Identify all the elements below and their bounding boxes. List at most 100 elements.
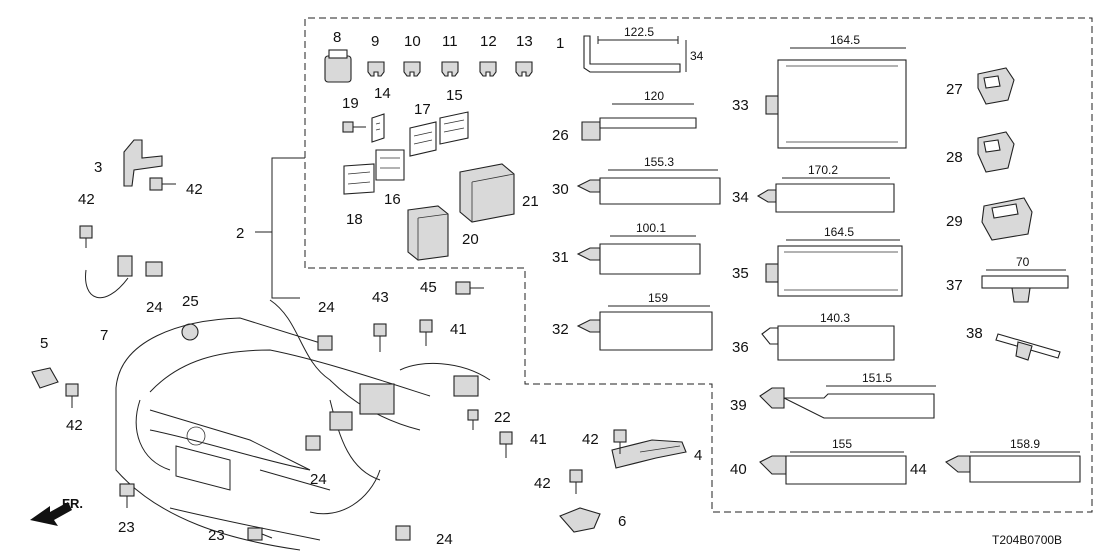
bracket-4[interactable] <box>611 439 687 469</box>
part-number-labels: 8 9 10 11 12 13 19 14 15 17 16 18 21 20 … <box>40 29 983 548</box>
bolt-24-upper-left[interactable] <box>145 261 163 277</box>
cable-tie-34[interactable] <box>756 177 895 213</box>
label-5: 5 <box>40 335 48 352</box>
front-arrow-icon <box>30 502 72 526</box>
bracket-16[interactable] <box>375 149 405 181</box>
label-18: 18 <box>346 211 363 228</box>
fuse-mini-13[interactable] <box>515 61 533 77</box>
cable-tie-35[interactable] <box>765 239 903 297</box>
bolt-43[interactable] <box>373 323 387 352</box>
dim-44: 158.9 <box>1010 437 1040 451</box>
label-2: 2 <box>236 225 244 242</box>
label-26: 26 <box>552 127 569 144</box>
label-29: 29 <box>946 213 963 230</box>
label-24-center: 24 <box>318 299 335 316</box>
label-24-lower-center: 24 <box>310 471 327 488</box>
label-27: 27 <box>946 81 963 98</box>
label-1: 1 <box>556 35 564 52</box>
label-21: 21 <box>522 193 539 210</box>
dim-30: 155.3 <box>644 155 674 169</box>
bolt-42-bracket-6[interactable] <box>569 469 583 494</box>
dim-1-height: 34 <box>690 49 704 63</box>
label-42-bracket-4: 42 <box>582 431 599 448</box>
clip-27[interactable] <box>977 67 1015 105</box>
bracket-3[interactable] <box>123 139 163 187</box>
cable-tie-33[interactable] <box>765 47 907 149</box>
relay-box-21[interactable] <box>459 163 515 223</box>
label-43: 43 <box>372 289 389 306</box>
bolt-23-left[interactable] <box>119 483 135 508</box>
label-6: 6 <box>618 513 626 530</box>
cable-tie-39[interactable] <box>759 385 936 419</box>
label-24-bottom: 24 <box>436 531 453 548</box>
wire-harness[interactable] <box>135 299 491 515</box>
group-boundary <box>255 17 1093 513</box>
bracket-17[interactable] <box>409 121 437 157</box>
dimension-labels: 122.5 34 120 155.3 100.1 159 164.5 170.2… <box>624 25 1040 451</box>
label-30: 30 <box>552 181 569 198</box>
bolt-41-lower[interactable] <box>499 431 513 458</box>
label-12: 12 <box>480 33 497 50</box>
front-label: FR. <box>62 496 83 511</box>
bracket-14[interactable] <box>371 113 385 143</box>
fuse-mini-11[interactable] <box>441 61 459 77</box>
fuse-mini-10[interactable] <box>403 61 421 77</box>
cable-tie-36[interactable] <box>761 325 895 361</box>
screw-19[interactable] <box>342 121 366 133</box>
bolt-45[interactable] <box>455 281 484 295</box>
bracket-6[interactable] <box>559 507 601 533</box>
bolt-42-upper[interactable] <box>149 177 176 191</box>
bolt-22[interactable] <box>467 409 479 430</box>
label-45: 45 <box>420 279 437 296</box>
clip-28[interactable] <box>977 131 1015 173</box>
bolt-23-bottom[interactable] <box>247 527 273 541</box>
fuse-large[interactable] <box>324 49 352 83</box>
label-25: 25 <box>182 293 199 310</box>
cable-tie-40[interactable] <box>759 451 907 485</box>
label-23-left: 23 <box>118 519 135 536</box>
label-31: 31 <box>552 249 569 266</box>
relay-box-20[interactable] <box>407 205 449 261</box>
dim-31: 100.1 <box>636 221 666 235</box>
dim-32: 159 <box>648 291 668 305</box>
bracket-5[interactable] <box>31 367 59 389</box>
fuse-mini-9[interactable] <box>367 61 385 77</box>
bracket-18[interactable] <box>343 163 375 195</box>
bolt-24-bottom[interactable] <box>395 525 411 541</box>
vehicle-front-outline <box>115 317 331 551</box>
cable-tie-37[interactable] <box>981 269 1069 303</box>
clip-band-32[interactable] <box>576 305 713 351</box>
dim-35: 164.5 <box>824 225 854 239</box>
dim-33: 164.5 <box>830 33 860 47</box>
cable-tie-44[interactable] <box>945 451 1081 483</box>
bracket-15[interactable] <box>439 111 469 145</box>
dim-40: 155 <box>832 437 852 451</box>
label-9: 9 <box>371 33 379 50</box>
bolt-24-lower-center[interactable] <box>305 435 321 451</box>
dim-37: 70 <box>1016 255 1030 269</box>
fuse-mini-12[interactable] <box>479 61 497 77</box>
bolt-42-lower-left[interactable] <box>65 383 79 408</box>
clip-band-1[interactable] <box>583 35 687 73</box>
bolt-41-upper[interactable] <box>419 319 433 346</box>
clip-band-30[interactable] <box>576 169 721 205</box>
label-22: 22 <box>494 409 511 426</box>
bolt-42-left[interactable] <box>79 225 93 248</box>
label-4: 4 <box>694 447 702 464</box>
bolt-42-bracket-4[interactable] <box>613 429 627 454</box>
grommet-25[interactable] <box>181 323 199 341</box>
bolt-24-center[interactable] <box>317 335 333 351</box>
label-13: 13 <box>516 33 533 50</box>
label-42-lower-left: 42 <box>66 417 83 434</box>
clip-band-31[interactable] <box>576 235 701 275</box>
clip-band-26[interactable] <box>581 103 697 141</box>
cable-tie-38[interactable] <box>995 333 1061 361</box>
clip-29[interactable] <box>981 197 1033 241</box>
label-24-upper-left: 24 <box>146 299 163 316</box>
label-7: 7 <box>100 327 108 344</box>
label-28: 28 <box>946 149 963 166</box>
label-41-lower: 41 <box>530 431 547 448</box>
dim-36: 140.3 <box>820 311 850 325</box>
cable-7[interactable] <box>85 255 133 299</box>
